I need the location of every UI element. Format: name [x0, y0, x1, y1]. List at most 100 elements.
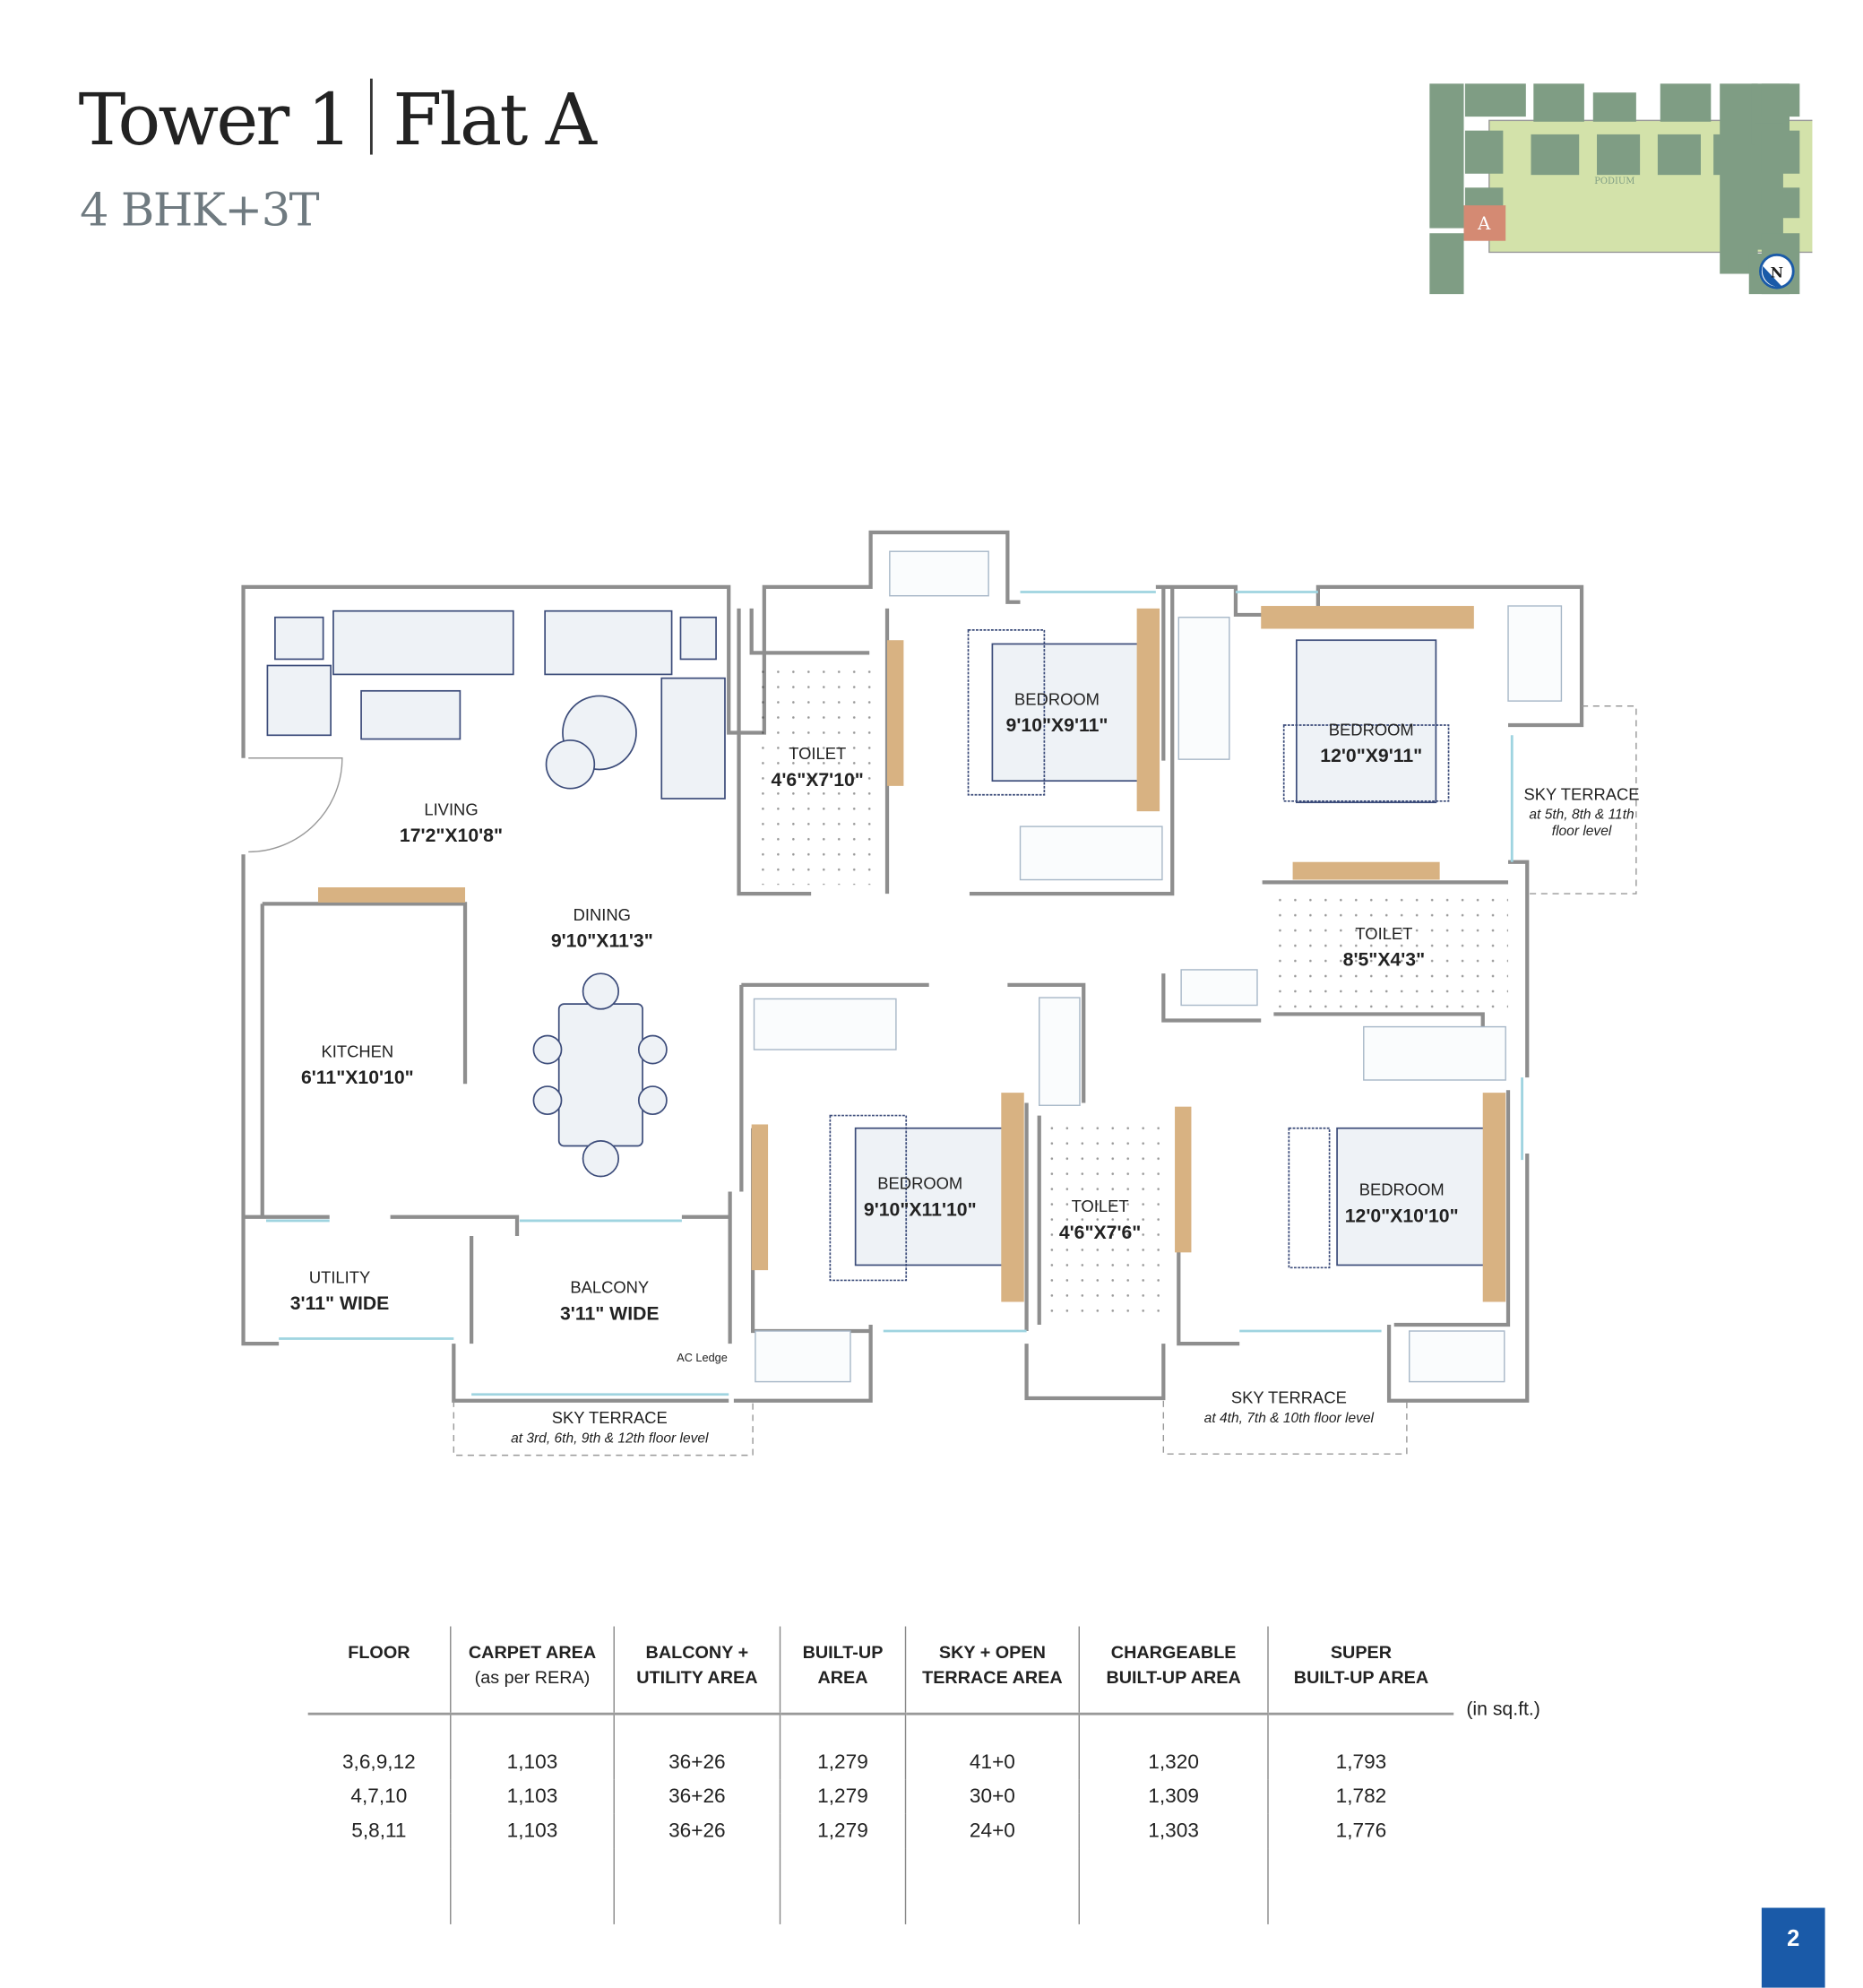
- units-label: (in sq.ft.): [1466, 1698, 1540, 1721]
- room-name-balcony: BALCONY: [570, 1278, 649, 1297]
- room-size-dining: 9'10"X11'3": [551, 930, 653, 951]
- sky-terrace-boundaries: [453, 705, 1637, 1456]
- table-cell: 1,103: [450, 1714, 615, 1780]
- room-name-bedroom-3: BEDROOM: [877, 1174, 962, 1193]
- table-cell: 1,776: [1267, 1813, 1454, 1849]
- column-header: SUPER BUILT-UP AREA: [1267, 1626, 1454, 1716]
- title-divider: [369, 78, 373, 155]
- column-header-text: BALCONY +: [645, 1641, 749, 1663]
- column-header-text: BUILT-UP AREA: [1106, 1666, 1241, 1688]
- room-name-toilet-3: TOILET: [1072, 1197, 1129, 1215]
- column-header-text: BUILT-UP AREA: [1293, 1666, 1429, 1688]
- flat-name: Flat A: [392, 80, 597, 163]
- sky-terrace-a-floors: at 3rd, 6th, 9th & 12th floor level: [511, 1430, 709, 1446]
- column-header-text: CARPET AREA: [468, 1641, 597, 1663]
- cabinets: [753, 550, 1563, 1383]
- table-cell: 1,782: [1267, 1779, 1454, 1814]
- area-table: FLOOR CARPET AREA (as per RERA) BALCONY +…: [307, 1626, 1454, 1924]
- room-name-utility: UTILITY: [309, 1267, 370, 1286]
- room-name-living: LIVING: [424, 800, 478, 818]
- column-header: BUILT-UP AREA: [779, 1626, 906, 1716]
- north-label: N: [1771, 264, 1783, 281]
- room-size-toilet-2: 8'5"X4'3": [1343, 950, 1426, 971]
- room-size-utility: 3'11" WIDE: [290, 1293, 390, 1314]
- sky-terrace-b-floors: at 5th, 8th & 11th: [1529, 808, 1634, 823]
- walls: [241, 530, 1584, 1403]
- table-cell: [613, 1848, 781, 1924]
- table-cell: 36+26: [613, 1813, 781, 1849]
- table-cell: 36+26: [613, 1714, 781, 1780]
- table-cell: [1267, 1848, 1454, 1924]
- flat-a-label: A: [1477, 213, 1491, 234]
- room-name-kitchen: KITCHEN: [322, 1042, 394, 1061]
- table-cell: 1,793: [1267, 1714, 1454, 1780]
- ac-ledge-label: AC Ledge: [677, 1351, 728, 1364]
- table-cell: 36+26: [613, 1779, 781, 1814]
- column-header: FLOOR: [307, 1626, 451, 1716]
- entrance-door: [248, 757, 343, 853]
- table-cell: 1,279: [779, 1779, 906, 1814]
- room-name-bedroom-4: BEDROOM: [1359, 1180, 1445, 1199]
- flat-configuration: 4 BHK+3T: [80, 185, 320, 238]
- column-header-text: SUPER: [1330, 1641, 1393, 1663]
- room-size-kitchen: 6'11"X10'10": [301, 1067, 414, 1088]
- tower-name: Tower 1: [78, 80, 352, 163]
- room-size-bedroom-1: 9'10"X9'11": [1006, 715, 1108, 736]
- room-name-bedroom-1: BEDROOM: [1014, 689, 1100, 708]
- column-header-text: (as per RERA): [474, 1666, 591, 1688]
- table-cell: 41+0: [904, 1714, 1080, 1780]
- sky-terrace-b-floor-level: floor level: [1552, 824, 1612, 839]
- column-header-text: BUILT-UP: [802, 1641, 884, 1663]
- page-title: Tower 1 Flat A: [78, 78, 597, 163]
- sky-terrace-b-name: SKY TERRACE: [1524, 784, 1640, 803]
- column-header-text: AREA: [817, 1666, 868, 1688]
- flat-a-marker: [1463, 205, 1506, 241]
- room-size-bedroom-2: 12'0"X9'11": [1320, 746, 1422, 766]
- sky-terrace-c-name: SKY TERRACE: [1231, 1388, 1347, 1407]
- table-cell: 24+0: [904, 1813, 1080, 1849]
- column-header-text: SKY + OPEN: [938, 1641, 1046, 1663]
- table-cell: [450, 1848, 615, 1924]
- column-header: SKY + OPEN TERRACE AREA: [904, 1626, 1080, 1716]
- sky-terrace-a-name: SKY TERRACE: [552, 1408, 668, 1427]
- room-size-toilet-3: 4'6"X7'6": [1059, 1223, 1142, 1243]
- table-cell: [308, 1848, 451, 1924]
- table-spacer-row: [308, 1848, 1454, 1924]
- table-cell: [904, 1848, 1080, 1924]
- north-compass-icon: N: [1759, 253, 1795, 290]
- windows: [266, 591, 1523, 1396]
- table-cell: 4,7,10: [350, 1785, 408, 1808]
- room-size-toilet-1: 4'6"X7'10": [772, 770, 864, 791]
- room-size-living: 17'2"X10'8": [400, 825, 503, 846]
- table-cell: 1,103: [450, 1813, 615, 1849]
- table-cell: 5,8,11: [351, 1819, 407, 1842]
- table-cell: [779, 1848, 906, 1924]
- column-header: CARPET AREA (as per RERA): [450, 1626, 615, 1716]
- table-cell: [1078, 1848, 1269, 1924]
- wardrobes: [317, 606, 1506, 1302]
- table-cell: 1,309: [1078, 1779, 1269, 1814]
- column-header-text: CHARGEABLE: [1110, 1641, 1237, 1663]
- page-number: 2: [1761, 1907, 1825, 1988]
- table-cell: 1,279: [779, 1714, 906, 1780]
- room-name-bedroom-2: BEDROOM: [1329, 720, 1414, 739]
- room-name-toilet-2: TOILET: [1355, 924, 1412, 943]
- table-cell: 1,103: [450, 1779, 615, 1814]
- sky-terrace-c-floors: at 4th, 7th & 10th floor level: [1204, 1411, 1375, 1426]
- column-header-text: TERRACE AREA: [922, 1666, 1063, 1688]
- column-header-text: UTILITY AREA: [636, 1666, 758, 1688]
- table-cell: 3,6,9,12: [341, 1750, 416, 1773]
- table-cell: 1,279: [779, 1813, 906, 1849]
- table-cell: 1,303: [1078, 1813, 1269, 1849]
- table-cell: 1,320: [1078, 1714, 1269, 1780]
- toilet-floor-pattern: [755, 661, 1509, 1325]
- room-size-balcony: 3'11" WIDE: [560, 1303, 660, 1324]
- room-size-bedroom-4: 12'0"X10'10": [1345, 1206, 1459, 1226]
- room-name-toilet-1: TOILET: [789, 744, 846, 763]
- furniture: [266, 609, 1503, 1282]
